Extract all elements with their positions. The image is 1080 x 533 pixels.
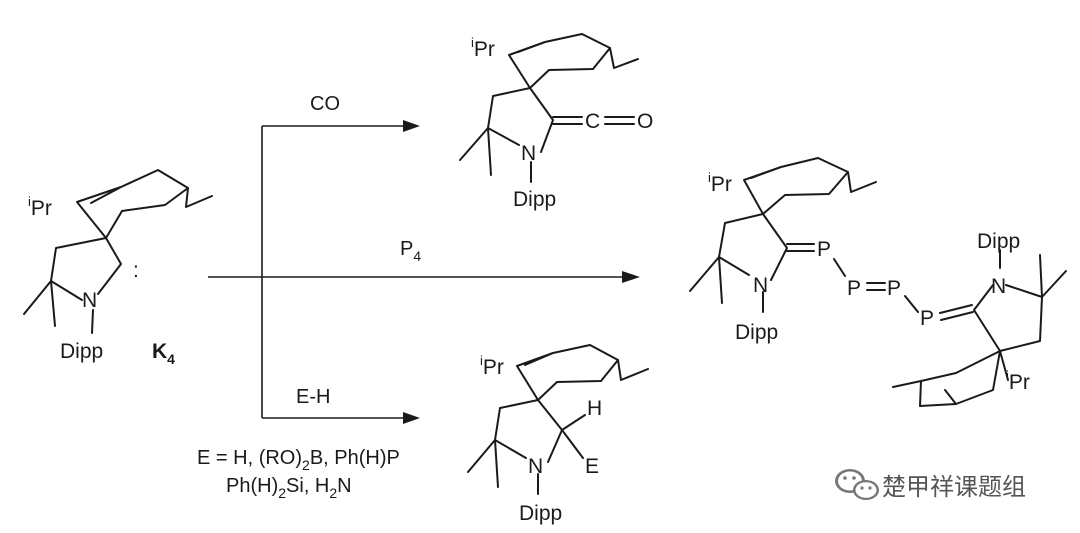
p4-product-lower-dipp-label: Dipp [977,230,1020,253]
p4-product-lower-ipr-label: iPr [1006,368,1030,394]
eh-adduct-substituent-bonds [467,414,586,495]
co-adduct-substituent-bonds [459,127,532,183]
reagent-eh-label: E-H [296,386,330,408]
watermark-text: 楚甲祥课题组 [882,473,1026,501]
eh-adduct-cyclohexane-bonds [516,344,649,401]
p4-chain-phosphorus-1: P [817,238,831,261]
p4-product-structure: iPr N Dipp P P P P Dipp N iPr [689,157,1067,407]
co-adduct-carbon-label: C [585,110,600,133]
eh-adduct-pyrrolidine-bonds [494,399,563,463]
p4-chain-bonds [786,243,974,321]
co-adduct-oxygen-label: O [637,110,653,133]
p4-product-lower-pyrrolidine-bonds [973,284,1043,352]
k4-carbene-lone-pair: : [133,259,139,282]
main-arrow-head [622,271,640,283]
watermark: 楚甲祥课题组 [835,469,1026,501]
p4-product-upper-substituent-bonds [689,256,764,313]
conditions-line-1: E = H, (RO)2B, Ph(H)P [197,447,400,473]
wechat-icon [835,469,879,500]
k4-cyclohexane-bonds [76,169,213,239]
conditions-line-2: Ph(H)2Si, H2N [226,475,352,501]
carbene-k4-structure: iPr N Dipp : [23,169,213,363]
co-adduct-structure: iPr N C O Dipp [459,33,653,211]
lower-arrow-head [403,412,420,424]
p4-product-upper-pyrrolidine-bonds [718,213,788,281]
eh-adduct-nitrogen-label: N [528,455,543,478]
eh-adduct-e-label: E [585,455,599,478]
k4-substituent-bonds [23,280,94,334]
reaction-arrows [208,120,640,424]
reagent-co-label: CO [310,93,340,115]
p4-chain-phosphorus-4: P [920,307,934,330]
p4-product-upper-ipr-label: iPr [708,170,732,196]
eh-adduct-ipr-label: iPr [480,353,504,379]
k4-nitrogen-label: N [82,289,97,312]
eh-adduct-hydrogen-label: H [587,397,602,420]
co-adduct-nitrogen-label: N [521,142,536,165]
co-adduct-ipr-label: iPr [471,35,495,61]
co-adduct-dipp-label: Dipp [513,188,556,211]
p4-chain-phosphorus-3: P [887,277,901,300]
k4-dipp-label: Dipp [60,340,103,363]
p4-product-upper-cyclohexane-bonds [743,157,877,215]
k4-ipr-label: iPr [28,194,52,220]
compound-k4-label: K4 [152,340,175,367]
p4-product-lower-cyclohexane-bonds [892,350,1009,407]
p4-chain-phosphorus-2: P [847,277,861,300]
p4-product-lower-nitrogen-label: N [991,275,1006,298]
reagent-p4-label: P4 [400,238,421,264]
p4-product-upper-dipp-label: Dipp [735,321,778,344]
upper-arrow-head [403,120,420,132]
k4-pyrrolidine-bonds [50,237,122,301]
eh-adduct-structure: iPr N H E Dipp [467,344,649,525]
p4-product-upper-nitrogen-label: N [753,274,768,297]
co-adduct-cyclohexane-bonds [508,33,639,89]
p4-product-lower-substituent-bonds [999,249,1067,298]
co-adduct-ketene-double-bonds [552,116,635,125]
eh-adduct-dipp-label: Dipp [519,502,562,525]
co-adduct-pyrrolidine-bonds [487,87,554,153]
